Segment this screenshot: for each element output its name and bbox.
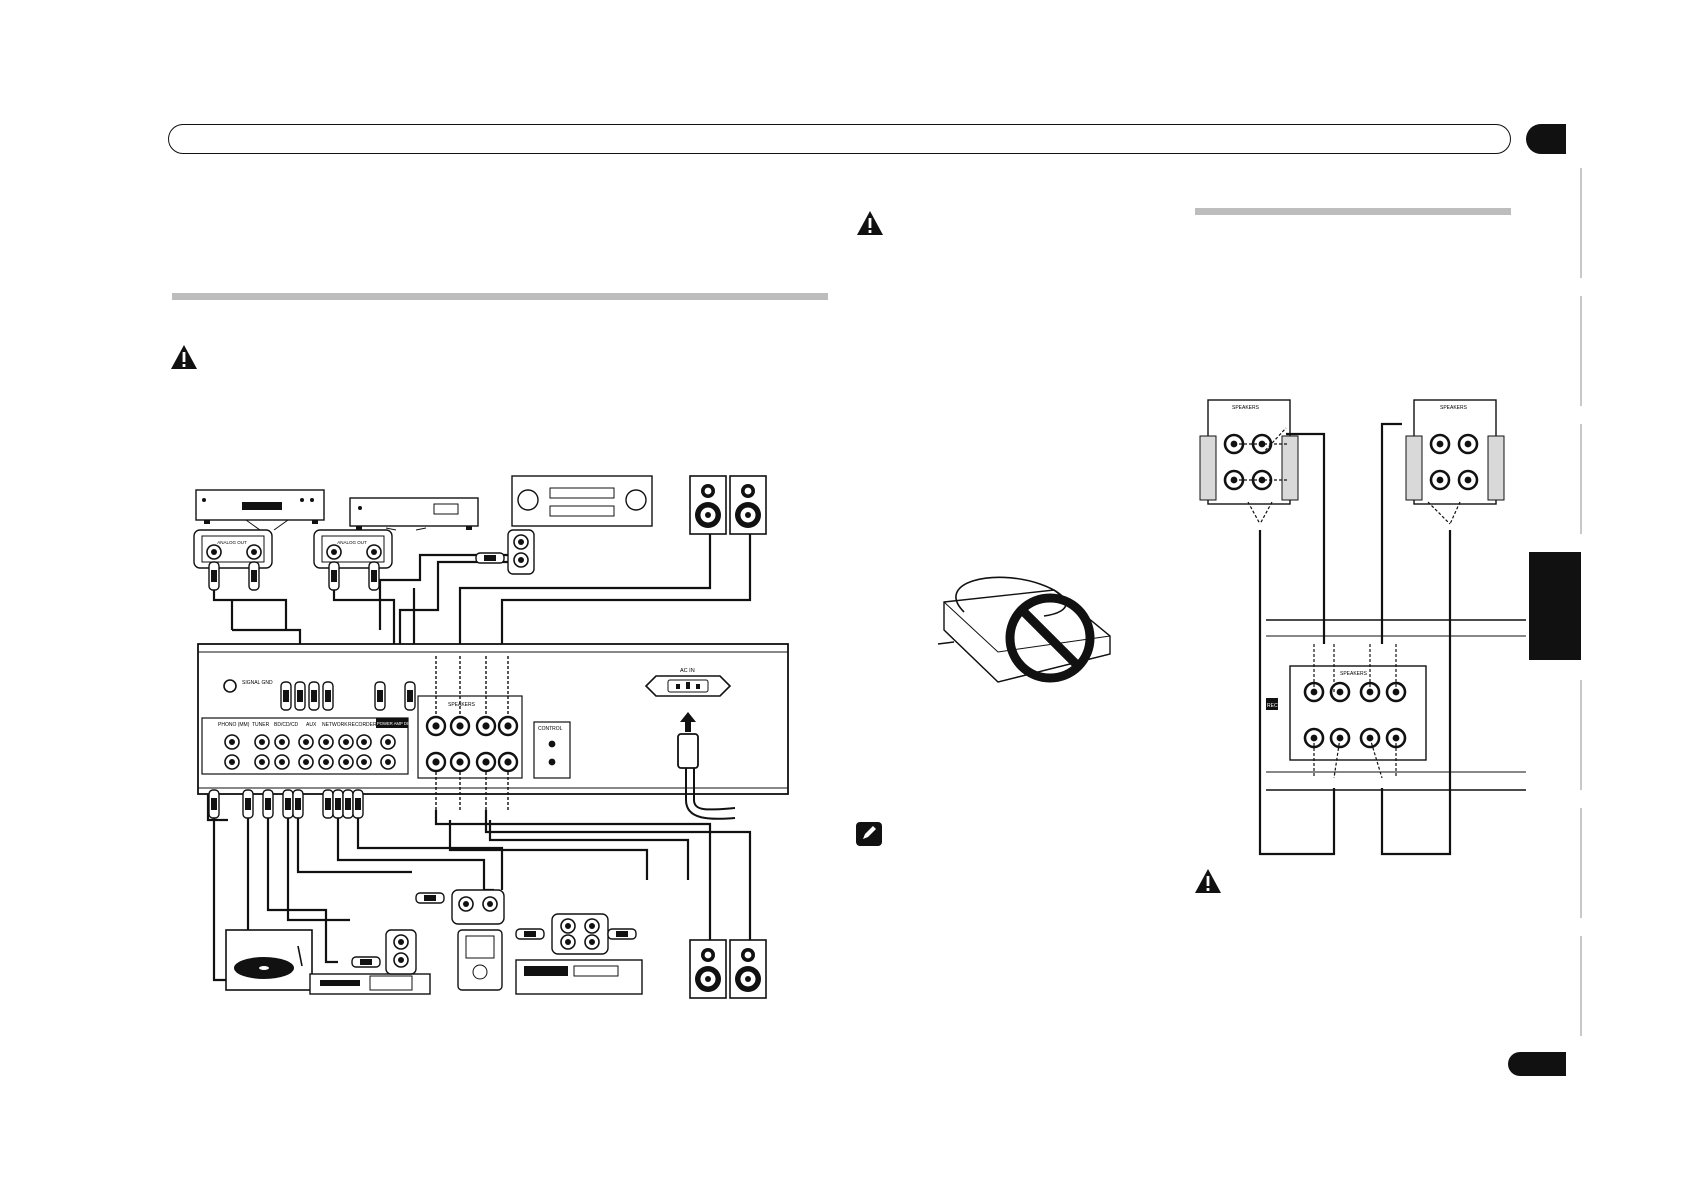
svg-text:SPEAKERS: SPEAKERS xyxy=(1232,405,1260,411)
edge-mark xyxy=(1580,808,1582,918)
section-side-tab xyxy=(1529,552,1581,660)
ipod-dock-illustration xyxy=(457,929,503,991)
svg-text:CONTROL: CONTROL xyxy=(538,726,563,732)
svg-text:SIGNAL GND: SIGNAL GND xyxy=(242,680,273,686)
bd-player-illustration xyxy=(195,489,325,524)
edge-mark xyxy=(1580,424,1582,534)
chapter-number-tab xyxy=(1526,124,1566,154)
svg-text:SPEAKERS: SPEAKERS xyxy=(1340,671,1368,677)
amplifier-speaker-terminals: SPEAKERS RECT xyxy=(1266,619,1526,791)
speaker-terminal-right: SPEAKERS xyxy=(1405,399,1505,505)
speaker-terminal-left: SPEAKERS xyxy=(1199,399,1299,505)
amplifier-rear-panel: SIGNAL GND PHONO (MM) TUNER BD/CD/CD AUX… xyxy=(197,643,789,795)
recorder-io-panel xyxy=(515,913,637,955)
do-not-wrap-cable-illustration xyxy=(937,576,1111,683)
svg-text:AUX: AUX xyxy=(306,722,317,728)
svg-text:POWER AMP DIRECT: POWER AMP DIRECT xyxy=(377,721,420,726)
recorder-illustration xyxy=(515,959,643,995)
speaker-icon xyxy=(729,475,767,535)
page-number-tab xyxy=(1508,1052,1566,1076)
warning-triangle-icon xyxy=(1195,869,1221,893)
note-pencil-icon xyxy=(856,822,882,846)
edge-mark xyxy=(1580,936,1582,1036)
svg-text:ANALOG OUT: ANALOG OUT xyxy=(337,540,367,545)
network-analog-out-panel: ANALOG OUT xyxy=(313,527,427,569)
ipod-output-panel xyxy=(415,889,505,925)
speaker-icon xyxy=(689,939,727,999)
bi-wiring-diagram: SPEAKERS SPEAKERS SPEAKERS RECT xyxy=(1199,399,1526,856)
page-header-bar xyxy=(168,124,1511,154)
tuner-output-panel xyxy=(351,929,417,975)
receiver-out-panel xyxy=(507,529,535,575)
turntable-illustration xyxy=(225,929,313,991)
bottom-cables xyxy=(206,794,690,982)
svg-text:RECT: RECT xyxy=(1267,703,1281,709)
svg-text:BD/CD/CD: BD/CD/CD xyxy=(274,722,299,728)
section-rule-right xyxy=(1195,208,1511,215)
warning-triangle-icon xyxy=(171,345,197,369)
av-receiver-illustration xyxy=(511,475,653,527)
section-rule-left xyxy=(172,293,828,300)
amplifier-connection-diagram: ANALOG OUT ANALOG OUT SIGNAL G xyxy=(193,475,789,999)
network-player-illustration xyxy=(349,497,479,530)
warning-triangle-icon xyxy=(857,211,883,235)
svg-text:SPEAKERS: SPEAKERS xyxy=(1440,405,1468,411)
edge-mark xyxy=(1580,296,1582,406)
svg-text:TUNER: TUNER xyxy=(252,722,270,728)
speaker-icon xyxy=(689,475,727,535)
svg-text:PHONO (MM): PHONO (MM) xyxy=(218,722,250,728)
svg-text:NETWORK: NETWORK xyxy=(322,722,348,728)
speaker-icon xyxy=(729,939,767,999)
svg-text:RECORDER: RECORDER xyxy=(348,722,377,728)
tuner-illustration xyxy=(309,973,431,995)
svg-text:ANALOG OUT: ANALOG OUT xyxy=(217,540,247,545)
svg-text:SPEAKERS: SPEAKERS xyxy=(448,702,476,708)
edge-mark xyxy=(1580,680,1582,790)
edge-mark xyxy=(1580,168,1582,278)
svg-text:AC IN: AC IN xyxy=(680,668,695,674)
bd-analog-out-panel: ANALOG OUT xyxy=(193,519,289,569)
